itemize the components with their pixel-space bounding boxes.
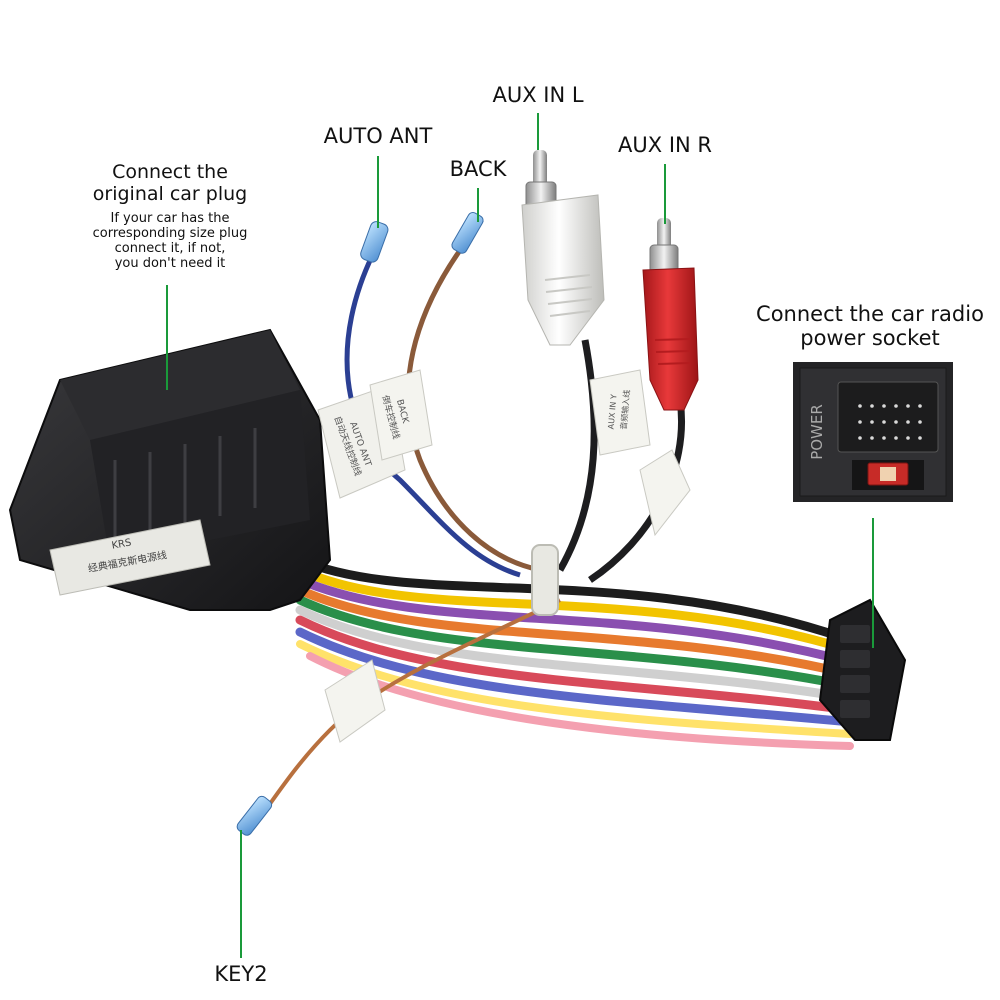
back-wire (405, 228, 541, 573)
plug-note-line4: you don't need it (114, 255, 226, 271)
label-back: BACK (449, 157, 507, 181)
aux-in-r-rca-plug (642, 218, 699, 411)
power-title-line2: power socket (800, 326, 940, 351)
plug-note-line1: If your car has the (110, 211, 230, 226)
label-auto-ant: AUTO ANT (323, 124, 433, 148)
original-car-plug: KRS 经典福克斯电源线 (8, 328, 332, 611)
label-key2: KEY2 (214, 962, 268, 986)
cable-tie (531, 544, 559, 616)
wire-tag-back: BACK 倒车控制线 (369, 369, 433, 461)
wire-tag-aux: AUX IN Y 音频输入线 (589, 369, 651, 456)
power-panel-text: POWER (808, 404, 826, 460)
power-title-line1: Connect the car radio (756, 302, 984, 326)
plug-note-line2: corresponding size plug (92, 225, 248, 241)
power-socket-panel: POWER (793, 362, 953, 502)
plug-title-line1: Connect the (112, 161, 228, 183)
radio-harness-connector (818, 598, 907, 741)
wire-tag-aux-line2: 音频输入线 (618, 389, 631, 430)
plug-note-line3: connect it, if not, (114, 240, 226, 256)
label-aux-in-l: AUX IN L (492, 83, 584, 107)
auto-ant-terminal (360, 221, 389, 263)
wire-bundle (295, 555, 855, 750)
wire-tag-key2 (324, 659, 386, 743)
aux-l-cable (556, 339, 598, 572)
pointer-lines (166, 113, 874, 958)
label-aux-in-r: AUX IN R (618, 133, 712, 157)
plug-title-line2: original car plug (92, 182, 248, 205)
plug-box-tag-line1: KRS (111, 537, 132, 551)
power-title: Connect the car radio power socket (745, 302, 995, 350)
plug-title: Connect the original car plug (70, 161, 270, 206)
wire-tag-aux-r (639, 449, 691, 537)
back-terminal (451, 212, 484, 254)
aux-in-l-rca-plug (521, 150, 605, 346)
plug-note: If your car has the corresponding size p… (60, 211, 280, 272)
wire-tag-aux-line1: AUX IN Y (606, 394, 618, 430)
